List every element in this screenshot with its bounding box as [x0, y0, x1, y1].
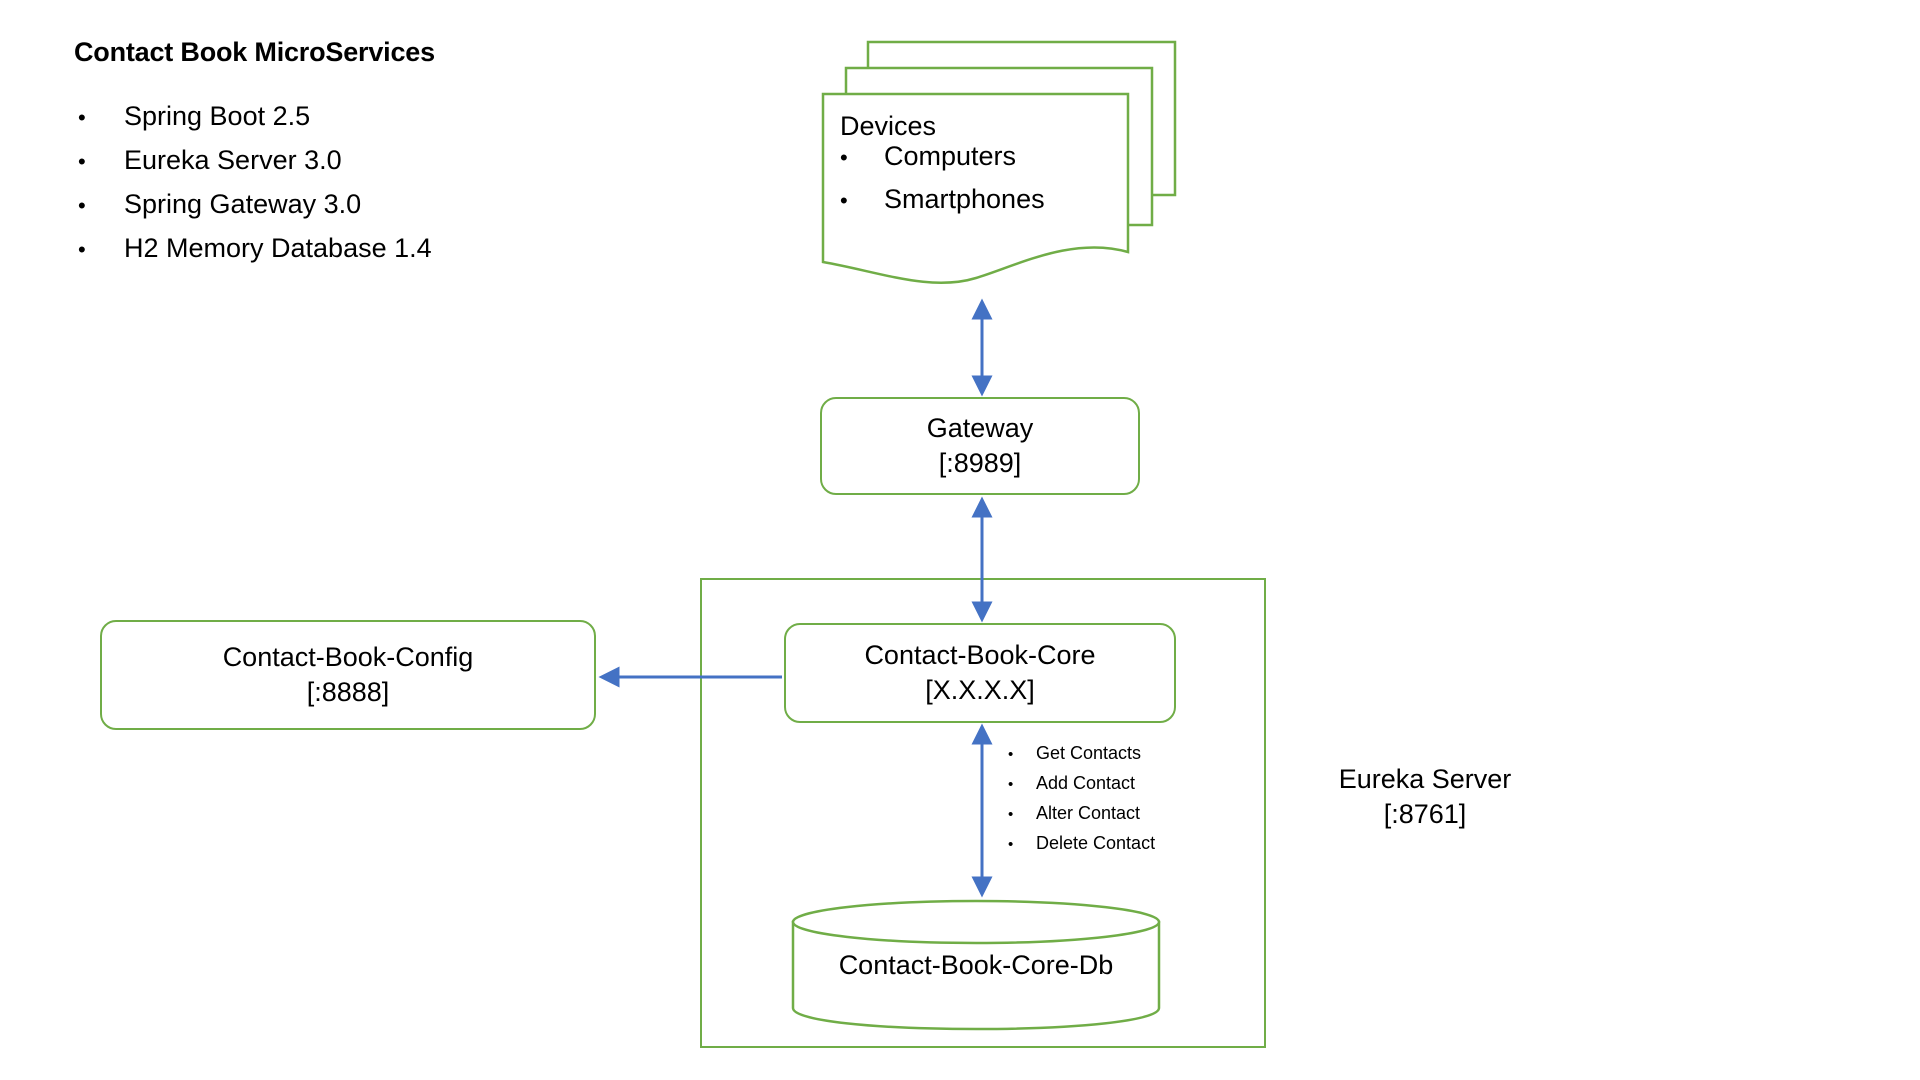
- core-service-port: [X.X.X.X]: [925, 675, 1035, 705]
- tech-stack-label: H2 Memory Database 1.4: [124, 233, 432, 264]
- bullet-icon: •: [1008, 806, 1014, 823]
- operation-label: Get Contacts: [1036, 743, 1142, 763]
- core-service-name: Contact-Book-Core: [864, 640, 1096, 671]
- multi-document-icon: [821, 40, 1177, 285]
- config-service-port: [:8888]: [306, 677, 390, 707]
- bullet-icon: •: [840, 145, 848, 171]
- operation-label: Delete Contact: [1036, 833, 1156, 853]
- bullet-icon: •: [1008, 776, 1014, 793]
- gateway-node: Gateway [:8989]: [820, 397, 1140, 495]
- core-service-node: Contact-Book-Core [X.X.X.X]: [784, 623, 1176, 723]
- devices-heading: Devices: [840, 111, 937, 141]
- operation-label: Add Contact: [1036, 773, 1136, 793]
- bullet-icon: •: [78, 105, 86, 131]
- list-item: • Alter Contact: [1008, 803, 1228, 834]
- operations-list: • Get Contacts • Add Contact • Alter Con…: [1008, 743, 1228, 864]
- bullet-icon: •: [78, 149, 86, 175]
- bullet-icon: •: [78, 237, 86, 263]
- device-label: Smartphones: [884, 184, 1045, 215]
- eureka-name: Eureka Server: [1338, 764, 1512, 794]
- bullet-icon: •: [78, 193, 86, 219]
- device-label: Computers: [884, 141, 1017, 172]
- devices-node: Devices • Computers • Smartphones: [820, 20, 1190, 310]
- title-block: Contact Book MicroServices • Spring Boot…: [74, 36, 634, 278]
- list-item: • Spring Boot 2.5: [74, 102, 634, 146]
- list-item: • Get Contacts: [1008, 743, 1228, 774]
- eureka-server-label: Eureka Server [:8761]: [1280, 762, 1570, 831]
- tech-stack-label: Eureka Server 3.0: [124, 145, 342, 176]
- config-service-node: Contact-Book-Config [:8888]: [100, 620, 596, 730]
- database-node: Contact-Book-Core-Db: [790, 898, 1162, 1032]
- list-item: • Smartphones: [840, 185, 1140, 228]
- list-item: • Add Contact: [1008, 773, 1228, 804]
- gateway-port: [:8989]: [938, 448, 1022, 478]
- page-title: Contact Book MicroServices: [74, 37, 435, 67]
- list-item: • H2 Memory Database 1.4: [74, 234, 634, 278]
- devices-text-block: Devices • Computers • Smartphones: [840, 110, 1140, 228]
- eureka-port: [:8761]: [1383, 798, 1467, 829]
- bullet-icon: •: [1008, 746, 1014, 763]
- tech-stack-label: Spring Gateway 3.0: [124, 189, 362, 220]
- bullet-icon: •: [1008, 836, 1014, 853]
- config-service-name: Contact-Book-Config: [222, 642, 474, 673]
- list-item: • Computers: [840, 142, 1140, 185]
- bullet-icon: •: [840, 188, 848, 214]
- operation-label: Alter Contact: [1036, 803, 1141, 823]
- tech-stack-list: • Spring Boot 2.5 • Eureka Server 3.0 • …: [74, 102, 634, 278]
- tech-stack-label: Spring Boot 2.5: [124, 101, 311, 132]
- list-item: • Spring Gateway 3.0: [74, 190, 634, 234]
- gateway-name: Gateway: [926, 413, 1034, 444]
- database-cylinder-icon: [791, 899, 1161, 1031]
- list-item: • Delete Contact: [1008, 833, 1228, 864]
- database-label: Contact-Book-Core-Db: [838, 949, 1114, 980]
- list-item: • Eureka Server 3.0: [74, 146, 634, 190]
